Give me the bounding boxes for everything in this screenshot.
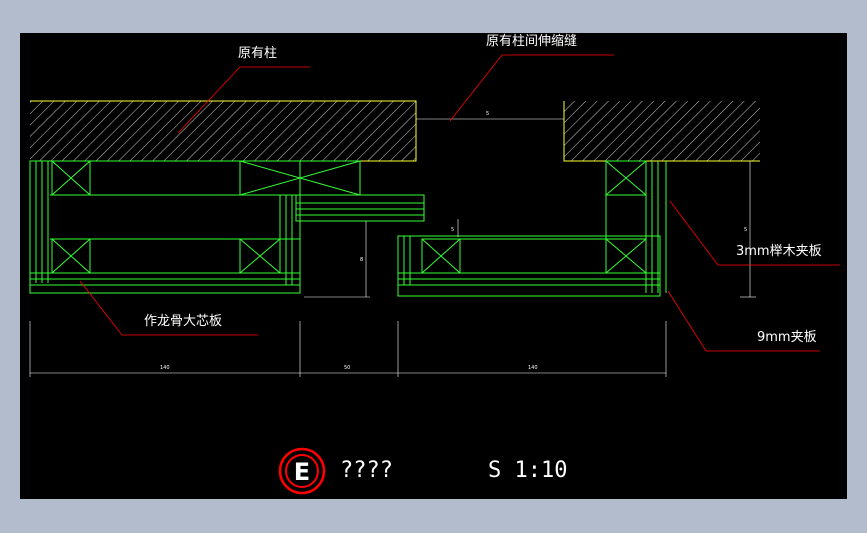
left-width-text: 140: [160, 365, 170, 371]
label-column: 原有柱: [238, 46, 277, 61]
right-framing: [397, 160, 667, 297]
dimension-lines: [29, 161, 756, 377]
drawing-canvas: 5: [20, 33, 847, 499]
mark-outer-circle: [278, 447, 326, 495]
right-width-text: 140: [528, 365, 538, 371]
vertical-right-text: 5: [744, 227, 747, 233]
joint-gap-text: 5: [486, 111, 489, 117]
label-plywood: 9mm夹板: [757, 330, 817, 345]
label-framing: 作龙骨大芯板: [144, 314, 222, 329]
title-block: E ???? S 1:10: [278, 447, 567, 495]
label-expansion-joint: 原有柱间伸缩缝: [486, 33, 577, 49]
detail-mark: E: [294, 458, 310, 486]
left-column: [30, 100, 417, 162]
mark-inner-circle: [285, 454, 319, 488]
vertical-mid-text: 8: [360, 257, 363, 263]
left-framing: [29, 160, 361, 294]
right-column: [563, 101, 760, 162]
drawing-name: ????: [340, 458, 393, 483]
label-veneer: 3mm榉木夹板: [736, 244, 822, 259]
middle-gap-text: 50: [344, 365, 350, 371]
small-step-text: 5: [451, 227, 454, 233]
joint-cover-board: [295, 194, 425, 222]
joint-dimension: 5: [416, 111, 564, 120]
drawing-scale: S 1:10: [488, 458, 567, 483]
leaders: [79, 54, 840, 352]
section-drawing: 5: [29, 33, 840, 495]
